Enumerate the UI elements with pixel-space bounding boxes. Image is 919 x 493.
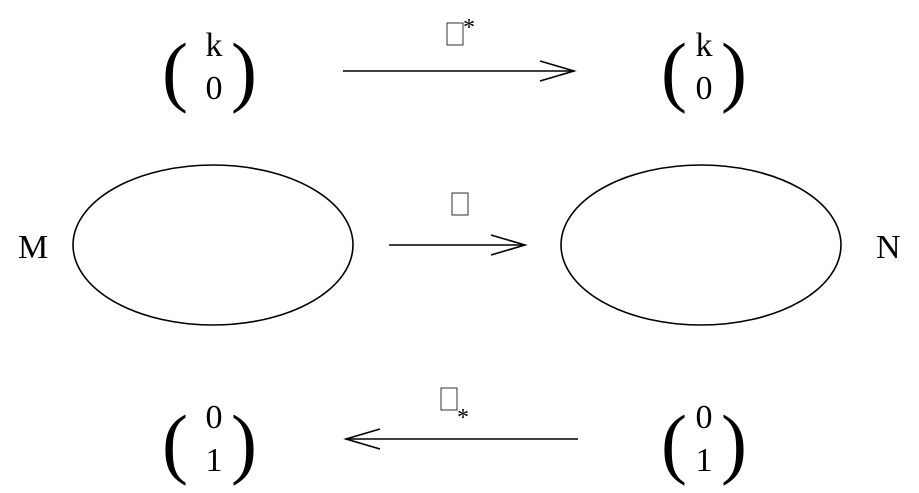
arrowhead [539, 60, 577, 82]
tensor-bottom-left: ( 0 1 ) [162, 399, 257, 486]
map-symbol-box [440, 387, 458, 411]
tensor-upper: 0 [206, 399, 223, 436]
map-symbol-box [451, 192, 469, 216]
tensor-top-left: ( k 0 ) [162, 27, 257, 114]
map-arrow [389, 192, 528, 256]
tensor-paren-close: ) [231, 399, 257, 486]
tensor-paren-open: ( [661, 27, 687, 114]
manifold-n-ellipse [560, 164, 842, 326]
tensor-upper: k [206, 27, 223, 64]
tensor-lower: 0 [206, 70, 223, 107]
tensor-paren-close: ) [721, 27, 747, 114]
tensor-lower: 0 [696, 70, 713, 107]
tensor-upper: k [696, 27, 713, 64]
tensor-upper: 0 [696, 399, 713, 436]
tensor-lower: 1 [206, 442, 223, 479]
pullback-arrow: * [343, 15, 577, 82]
arrowhead [490, 234, 528, 256]
pushforward-arrow: * [343, 387, 578, 450]
tensor-bottom-right: ( 0 1 ) [661, 399, 747, 486]
manifold-label-n: N [876, 229, 901, 266]
tensor-paren-open: ( [661, 399, 687, 486]
pushforward-star: * [457, 405, 469, 431]
tensor-paren-close: ) [231, 27, 257, 114]
map-symbol-box [446, 22, 464, 46]
manifold-label-m: M [18, 229, 48, 266]
tensor-top-right: ( k 0 ) [661, 27, 747, 114]
pullback-star: * [463, 15, 475, 41]
tensor-paren-open: ( [162, 27, 188, 114]
tensor-lower: 1 [696, 442, 713, 479]
tensor-paren-open: ( [162, 399, 188, 486]
tensor-paren-close: ) [721, 399, 747, 486]
arrowhead [343, 428, 381, 450]
manifold-m-ellipse [72, 164, 354, 326]
